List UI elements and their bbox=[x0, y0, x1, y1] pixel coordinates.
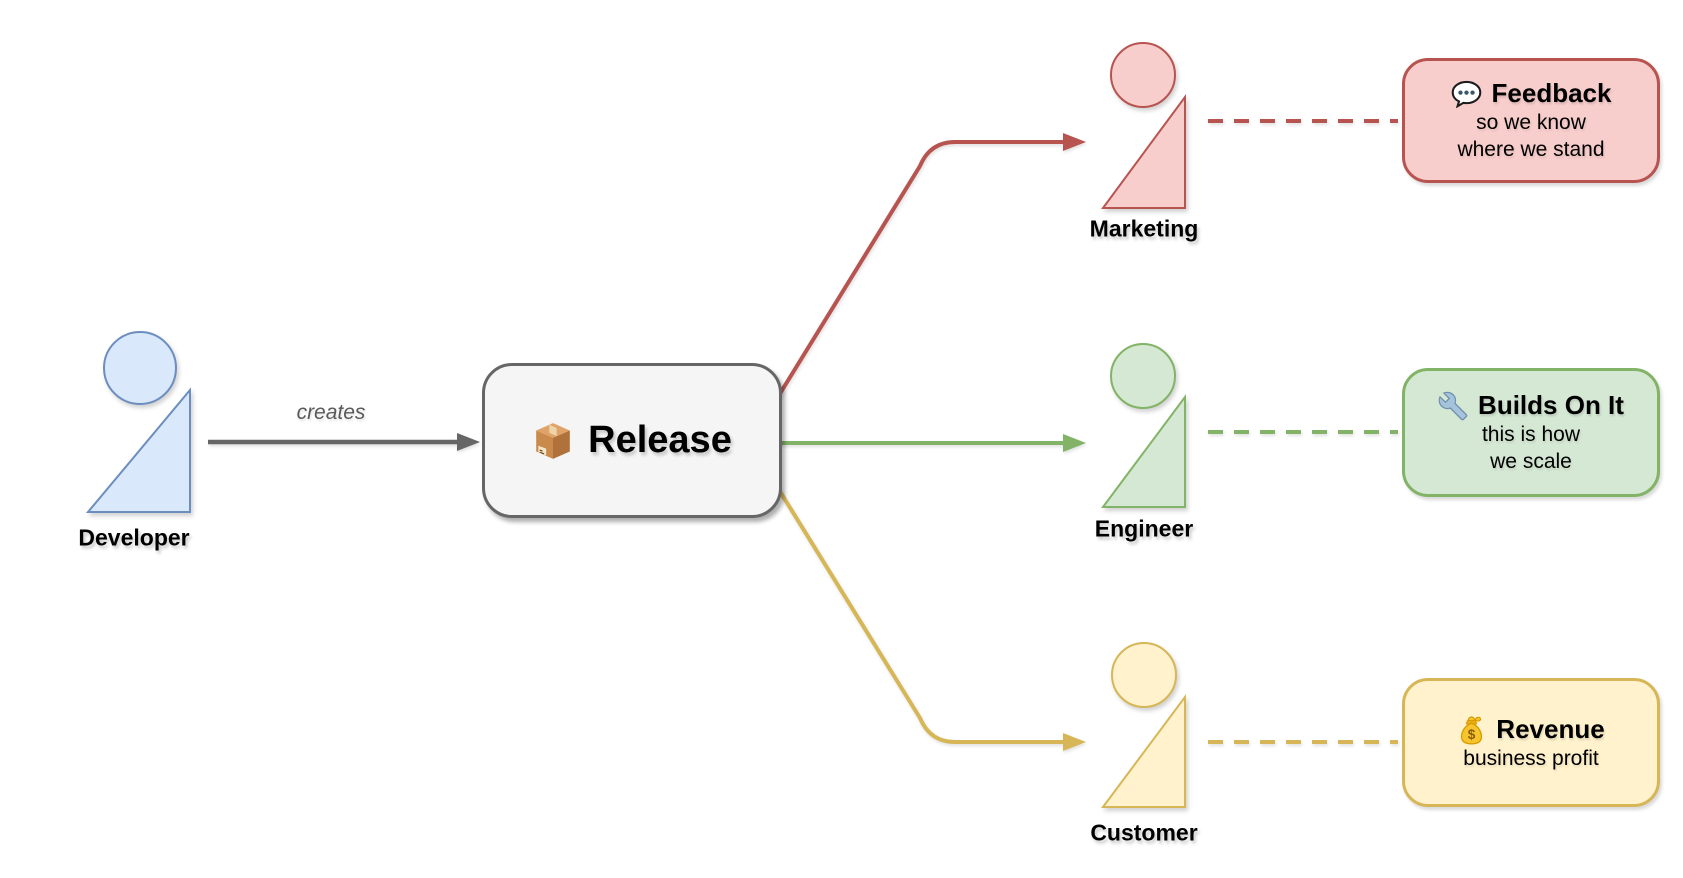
release-to-customer-arrow bbox=[774, 483, 1086, 751]
creates-arrow bbox=[208, 433, 480, 451]
builds-on-it-title: Builds On It bbox=[1478, 390, 1624, 420]
customer-figure bbox=[1101, 642, 1186, 808]
marketing-figure bbox=[1101, 42, 1186, 209]
builds-on-it-callout: Builds On It this is how we scale bbox=[1402, 368, 1660, 497]
builds-on-it-line-2: we scale bbox=[1490, 450, 1572, 473]
svg-text:$: $ bbox=[1468, 727, 1476, 742]
marketing-head bbox=[1110, 42, 1176, 108]
engineer-head bbox=[1110, 343, 1176, 409]
money-bag-icon: $ bbox=[1457, 713, 1486, 746]
customer-label: Customer bbox=[1090, 819, 1198, 846]
arrowhead-icon bbox=[1063, 733, 1086, 751]
arrowhead-icon bbox=[1063, 434, 1086, 452]
feedback-title: Feedback bbox=[1491, 78, 1612, 108]
engineer-figure bbox=[1101, 343, 1186, 508]
release-node-label: Release bbox=[588, 419, 732, 461]
arrowhead-icon bbox=[1063, 133, 1086, 151]
engineer-body bbox=[1101, 393, 1186, 508]
feedback-line-1: so we know bbox=[1476, 111, 1586, 134]
developer-label: Developer bbox=[78, 524, 190, 551]
builds-on-it-line-1: this is how bbox=[1481, 423, 1581, 446]
marketing-body bbox=[1101, 93, 1186, 209]
customer-head bbox=[1111, 642, 1177, 708]
release-to-marketing-arrow bbox=[774, 133, 1086, 402]
customer-body bbox=[1101, 693, 1186, 808]
release-node: Release bbox=[482, 363, 782, 518]
developer-body bbox=[85, 387, 191, 513]
wrench-icon bbox=[1438, 391, 1468, 421]
creates-edge-label: creates bbox=[296, 401, 366, 424]
package-icon bbox=[532, 420, 574, 462]
feedback-callout: Feedback so we know where we stand bbox=[1402, 58, 1660, 183]
release-to-engineer-arrow bbox=[780, 434, 1086, 452]
feedback-line-2: where we stand bbox=[1457, 138, 1605, 161]
speech-balloon-icon bbox=[1451, 80, 1482, 108]
developer-figure bbox=[85, 331, 191, 513]
marketing-label: Marketing bbox=[1089, 215, 1199, 242]
engineer-label: Engineer bbox=[1094, 515, 1194, 542]
revenue-callout: $ Revenue business profit bbox=[1402, 678, 1660, 807]
developer-head bbox=[103, 331, 177, 405]
arrowhead-icon bbox=[457, 433, 480, 451]
revenue-line-1: business profit bbox=[1463, 746, 1599, 770]
revenue-title: Revenue bbox=[1496, 713, 1605, 744]
